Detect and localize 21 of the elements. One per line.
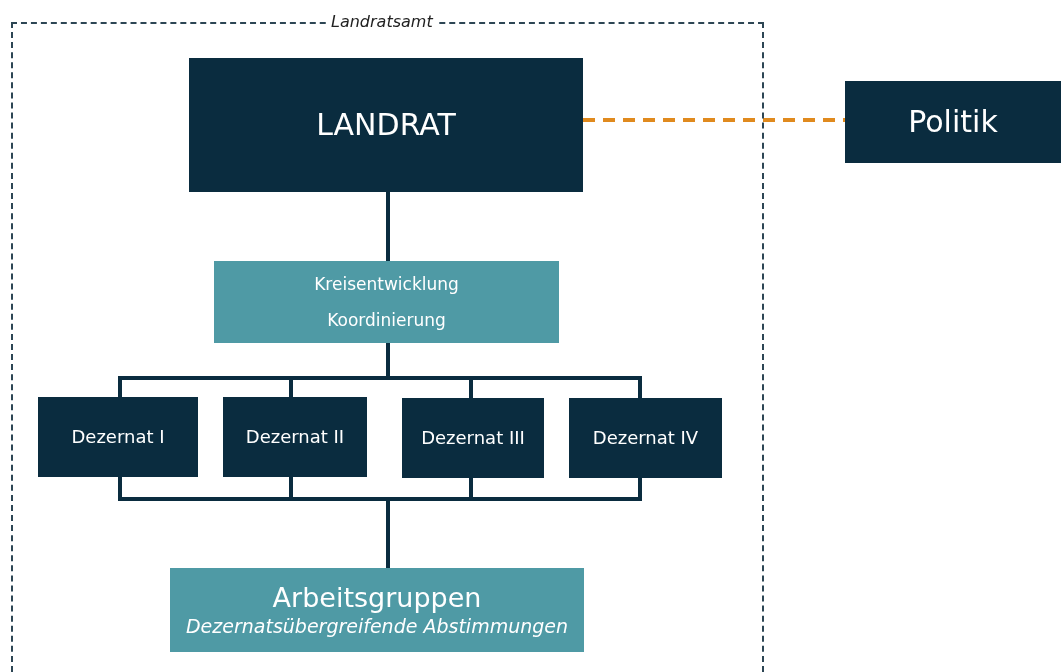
- connector-line: [583, 118, 845, 122]
- staff-box: [170, 568, 584, 652]
- department-box: [38, 397, 198, 477]
- box-subtitle: Dezernatsübergreifende Abstimmungen: [185, 614, 569, 638]
- box-title: Arbeitsgruppen: [272, 582, 482, 615]
- connector-line: [386, 478, 642, 568]
- box-title: Dezernat II: [245, 426, 345, 448]
- box-title: LANDRAT: [316, 107, 456, 143]
- box-title: Kreisentwicklung: [314, 273, 459, 296]
- box-title: Dezernat I: [71, 426, 165, 448]
- box-subtitle: Koordinierung: [327, 309, 446, 332]
- connector-line: [386, 192, 390, 261]
- org-box: [189, 58, 583, 192]
- department-box: [223, 397, 367, 477]
- box-title: Politik: [908, 104, 998, 140]
- department-box: [402, 398, 544, 478]
- staff-box: [214, 261, 559, 343]
- department-box: [569, 398, 722, 478]
- box-title: Dezernat IV: [592, 427, 699, 449]
- box-title: Dezernat III: [421, 427, 525, 449]
- org-box: [845, 81, 1061, 163]
